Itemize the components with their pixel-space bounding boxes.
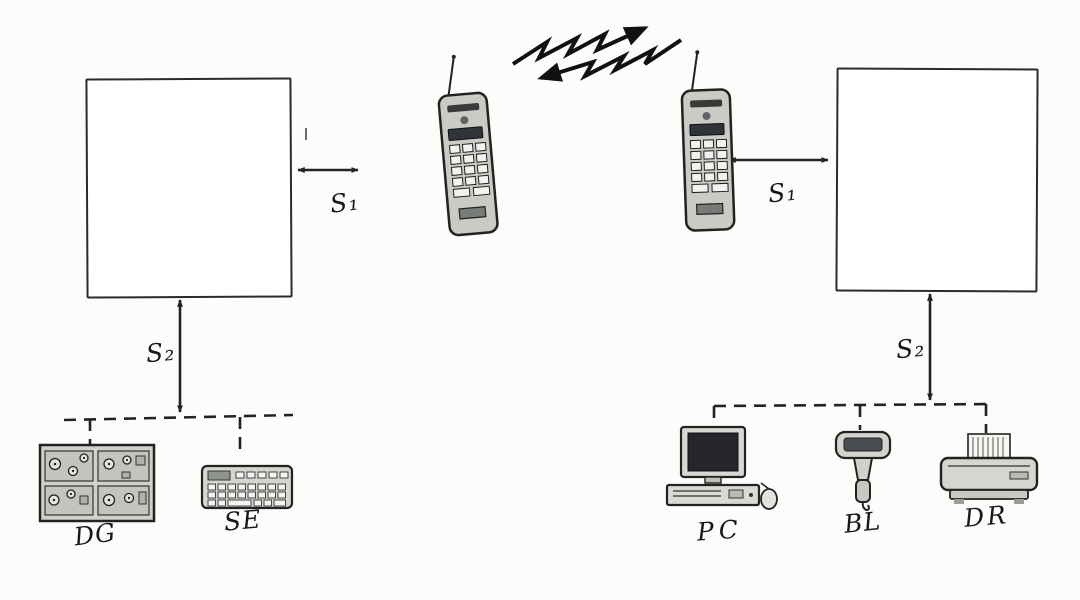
pc-icon [665, 425, 780, 525]
mobile-phone-icon-left [420, 52, 515, 247]
s2-label-right: S₂ [894, 332, 927, 365]
bus-line-left [63, 413, 294, 457]
scanner-icon [832, 428, 894, 516]
s1-label-right: S₁ [766, 176, 799, 209]
radio-link-icon [505, 12, 690, 82]
se-device-label: SE [222, 504, 263, 537]
pc-device-label: PC [696, 514, 744, 547]
printer-icon [938, 432, 1040, 510]
mobile-phone-icon-right [660, 48, 755, 243]
bus-line-right [712, 402, 995, 433]
s2-label-left: S₂ [144, 336, 177, 369]
s1-label-left: S₁ [328, 186, 361, 219]
dg-device-label: DG [72, 517, 118, 552]
bl-device-label: BL [842, 506, 883, 539]
keyboard-icon [200, 458, 295, 513]
dr-device-label: DR [962, 500, 1011, 533]
control-panel-icon [38, 442, 158, 527]
right-terminal-box [835, 67, 1039, 293]
left-terminal-box [85, 77, 293, 299]
